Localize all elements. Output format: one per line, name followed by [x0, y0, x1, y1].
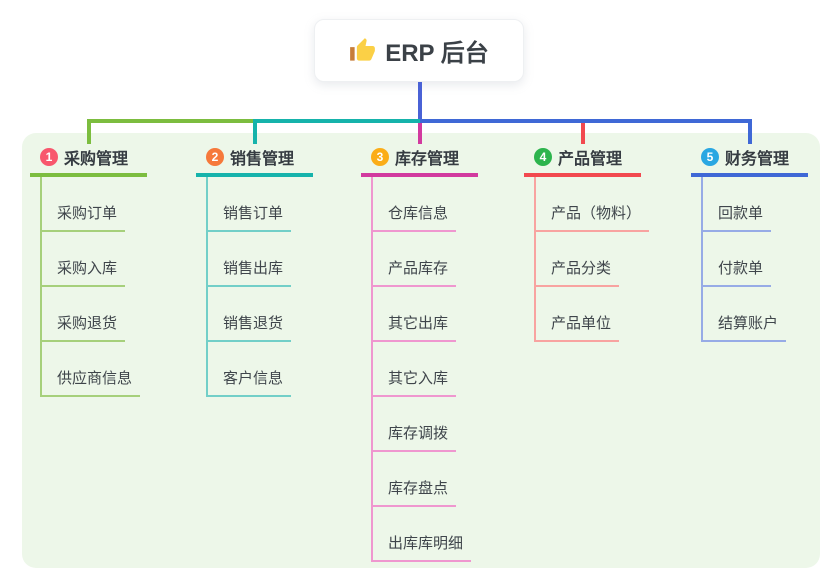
child-node[interactable]: 产品分类 [534, 260, 620, 287]
branch-number-badge: 4 [534, 148, 552, 166]
branch-label: 采购管理 [64, 151, 129, 168]
branch-spine [701, 177, 703, 342]
child-label: 库存调拨 [388, 425, 449, 442]
connector-branch-drop [747, 119, 752, 144]
branch-label: 库存管理 [395, 151, 460, 168]
connector-branch-drop [252, 119, 257, 144]
child-node[interactable]: 其它入库 [371, 370, 457, 397]
child-label: 付款单 [718, 260, 764, 277]
child-node[interactable]: 回款单 [701, 205, 772, 232]
child-label: 采购订单 [57, 205, 118, 222]
child-node[interactable]: 销售退货 [206, 315, 292, 342]
child-label: 库存盘点 [388, 480, 449, 497]
branches-panel [22, 133, 820, 568]
child-node[interactable]: 产品单位 [534, 315, 620, 342]
child-node[interactable]: 付款单 [701, 260, 772, 287]
child-node[interactable]: 销售订单 [206, 205, 292, 232]
child-label: 其它入库 [388, 370, 449, 387]
child-node[interactable]: 库存盘点 [371, 480, 457, 507]
child-label: 销售出库 [223, 260, 284, 277]
child-label: 其它出库 [388, 315, 449, 332]
child-node[interactable]: 出库库明细 [371, 535, 472, 562]
child-label: 销售退货 [223, 315, 284, 332]
root-label: ERP 后台 [385, 40, 489, 67]
child-label: 销售订单 [223, 205, 284, 222]
connector-trunk-segment [88, 119, 255, 123]
branch-number-badge: 1 [40, 148, 58, 166]
branch-label: 销售管理 [230, 151, 295, 168]
child-label: 回款单 [718, 205, 764, 222]
child-label: 产品库存 [388, 260, 449, 277]
child-node[interactable]: 产品（物料） [534, 205, 650, 232]
branch-number-badge: 5 [701, 148, 719, 166]
child-label: 供应商信息 [57, 370, 133, 387]
root-node[interactable]: ERP 后台 [314, 19, 524, 82]
child-node[interactable]: 其它出库 [371, 315, 457, 342]
child-node[interactable]: 结算账户 [701, 315, 787, 342]
child-node[interactable]: 产品库存 [371, 260, 457, 287]
child-node[interactable]: 供应商信息 [40, 370, 141, 397]
connector-branch-drop [86, 119, 91, 144]
branch-label: 产品管理 [558, 151, 623, 168]
child-label: 仓库信息 [388, 205, 449, 222]
branch-header-2[interactable]: 2 销售管理 [196, 146, 313, 177]
child-node[interactable]: 客户信息 [206, 370, 292, 397]
child-label: 出库库明细 [388, 535, 464, 552]
branch-label: 财务管理 [725, 151, 790, 168]
connector-branch-drop [417, 123, 422, 144]
branch-spine [371, 177, 373, 562]
thumbs-up-icon [350, 38, 376, 61]
child-label: 产品单位 [551, 315, 612, 332]
child-label: 客户信息 [223, 370, 284, 387]
connector-trunk-segment [419, 119, 750, 123]
branch-header-5[interactable]: 5 财务管理 [691, 146, 808, 177]
branch-number-badge: 3 [371, 148, 389, 166]
connector-root-drop [417, 82, 422, 123]
connector-trunk-segment [254, 119, 420, 123]
branch-header-4[interactable]: 4 产品管理 [524, 146, 641, 177]
child-label: 采购退货 [57, 315, 118, 332]
branch-spine [534, 177, 536, 342]
child-node[interactable]: 库存调拨 [371, 425, 457, 452]
child-node[interactable]: 采购订单 [40, 205, 126, 232]
child-node[interactable]: 仓库信息 [371, 205, 457, 232]
child-node[interactable]: 采购入库 [40, 260, 126, 287]
branch-header-1[interactable]: 1 采购管理 [30, 146, 147, 177]
branch-spine [206, 177, 208, 397]
branch-spine [40, 177, 42, 397]
child-label: 结算账户 [718, 315, 779, 332]
child-node[interactable]: 采购退货 [40, 315, 126, 342]
branch-header-3[interactable]: 3 库存管理 [361, 146, 478, 177]
child-label: 采购入库 [57, 260, 118, 277]
child-label: 产品（物料） [551, 205, 642, 222]
branch-number-badge: 2 [206, 148, 224, 166]
connector-branch-drop [580, 123, 585, 144]
child-node[interactable]: 销售出库 [206, 260, 292, 287]
child-label: 产品分类 [551, 260, 612, 277]
